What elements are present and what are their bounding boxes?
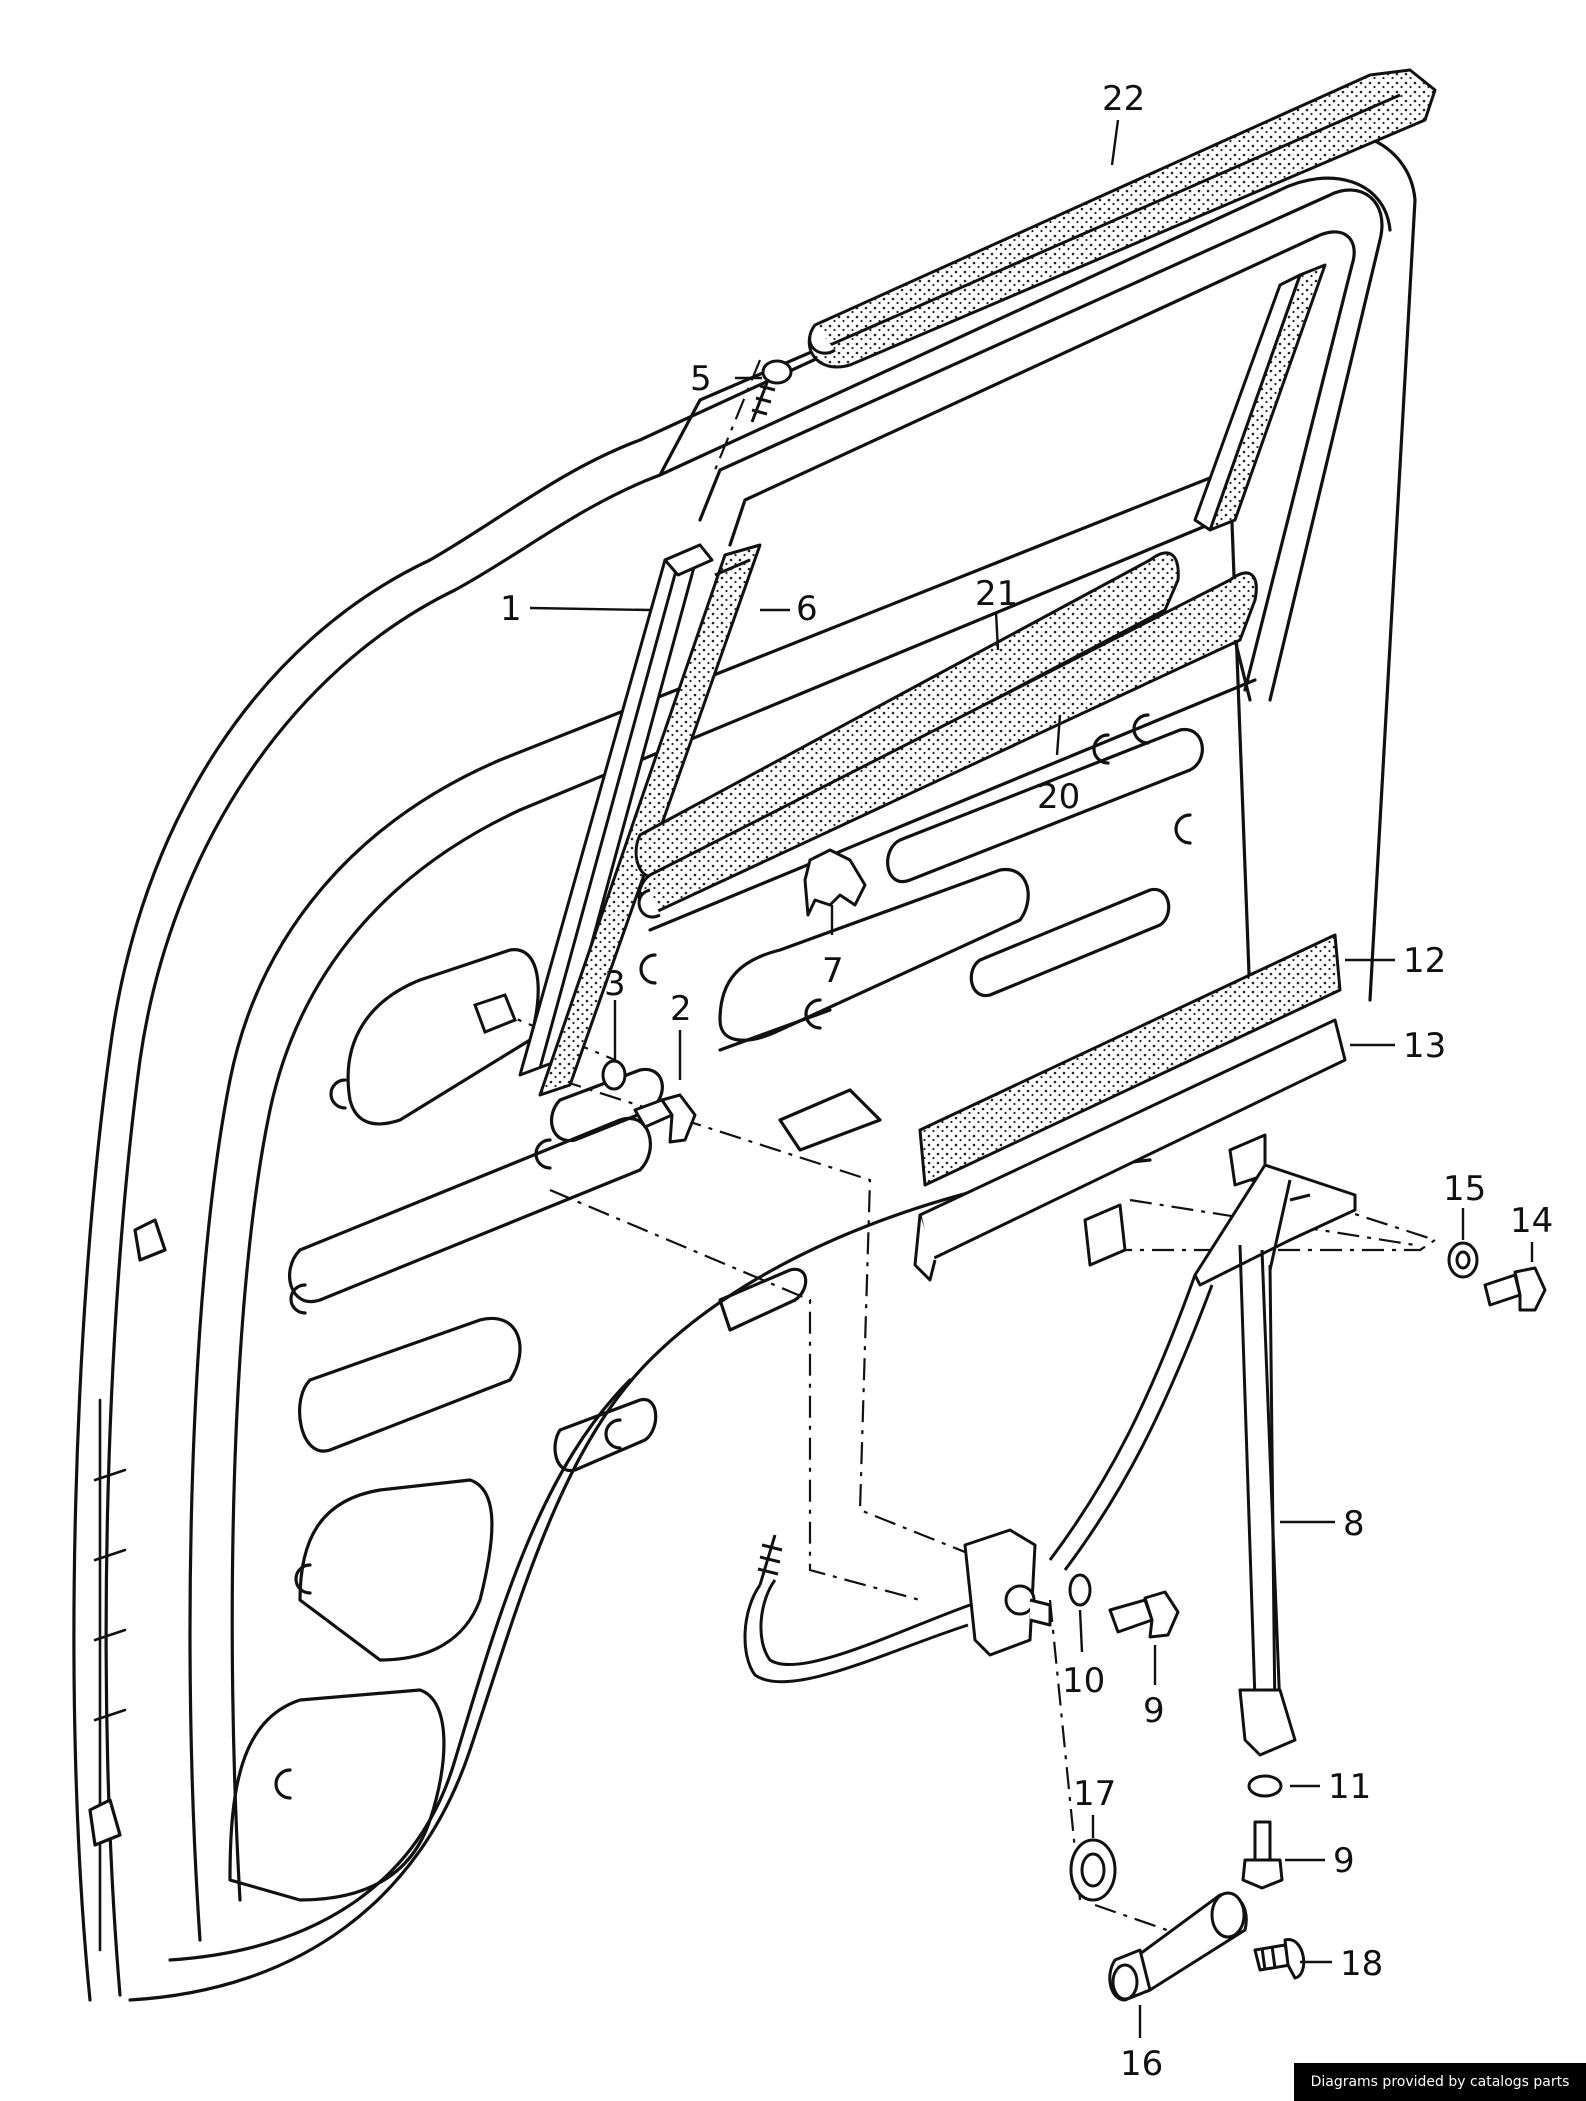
callout-17: 17 — [1073, 1774, 1116, 1814]
regulator-gearbox — [963, 1528, 1052, 1657]
callout-3: 3 — [604, 964, 626, 1004]
callout-9-lower: 9 — [1333, 1841, 1355, 1881]
regulator-cable — [743, 1534, 971, 1684]
window-crank-part-16 — [1108, 1891, 1248, 2002]
callout-7: 7 — [822, 951, 844, 991]
lower-window-seals — [634, 551, 1258, 919]
glazing-strip-part-12 — [918, 933, 1342, 1187]
callout-12: 12 — [1403, 941, 1446, 981]
credit-banner: Diagrams provided by catalogs parts — [1294, 2063, 1586, 2101]
rear-vertical-seal — [1193, 263, 1327, 532]
callout-8: 8 — [1343, 1504, 1365, 1544]
bolt-part-9-lower — [1241, 1820, 1284, 1890]
bolt-part-14 — [1483, 1266, 1547, 1312]
channel-foot — [473, 993, 517, 1034]
callout-20: 20 — [1037, 777, 1080, 817]
callout-11: 11 — [1328, 1767, 1371, 1807]
callout-2: 2 — [670, 989, 692, 1029]
washer-part-3 — [601, 1059, 627, 1091]
callout-13: 13 — [1403, 1026, 1446, 1066]
callout-labels: 22 5 1 6 21 20 7 12 13 3 2 15 14 8 10 9 … — [500, 79, 1553, 2084]
screw-part-5 — [750, 359, 793, 423]
top-window-seal — [807, 68, 1437, 369]
vertical-guide-channel — [518, 543, 714, 1077]
window-regulator-part-8 — [1048, 1163, 1357, 1757]
screw-part-18 — [1253, 1938, 1306, 1980]
callout-21: 21 — [975, 574, 1018, 614]
window-channel-part-13 — [913, 1018, 1347, 1282]
callout-14: 14 — [1510, 1201, 1553, 1241]
escutcheon-part-17 — [1069, 1838, 1117, 1902]
washer-part-15 — [1447, 1241, 1479, 1279]
vertical-seal-strip — [538, 543, 762, 1097]
callout-9-upper: 9 — [1143, 1691, 1165, 1731]
bolt-part-9-upper — [1108, 1590, 1180, 1639]
callout-18: 18 — [1340, 1944, 1383, 1984]
callout-6: 6 — [796, 589, 818, 629]
callout-5: 5 — [690, 359, 712, 399]
callout-10: 10 — [1062, 1661, 1105, 1701]
callout-1: 1 — [500, 589, 522, 629]
bolt-part-2 — [633, 1093, 697, 1144]
callout-22: 22 — [1102, 79, 1145, 119]
grommet-part-11 — [1247, 1774, 1283, 1798]
door-shell — [72, 118, 1417, 2002]
washer-part-10 — [1068, 1573, 1092, 1607]
clip-part-7 — [803, 848, 867, 917]
callout-16: 16 — [1120, 2044, 1163, 2084]
leader-lines — [529, 119, 1534, 2038]
callout-15: 15 — [1443, 1169, 1486, 1209]
